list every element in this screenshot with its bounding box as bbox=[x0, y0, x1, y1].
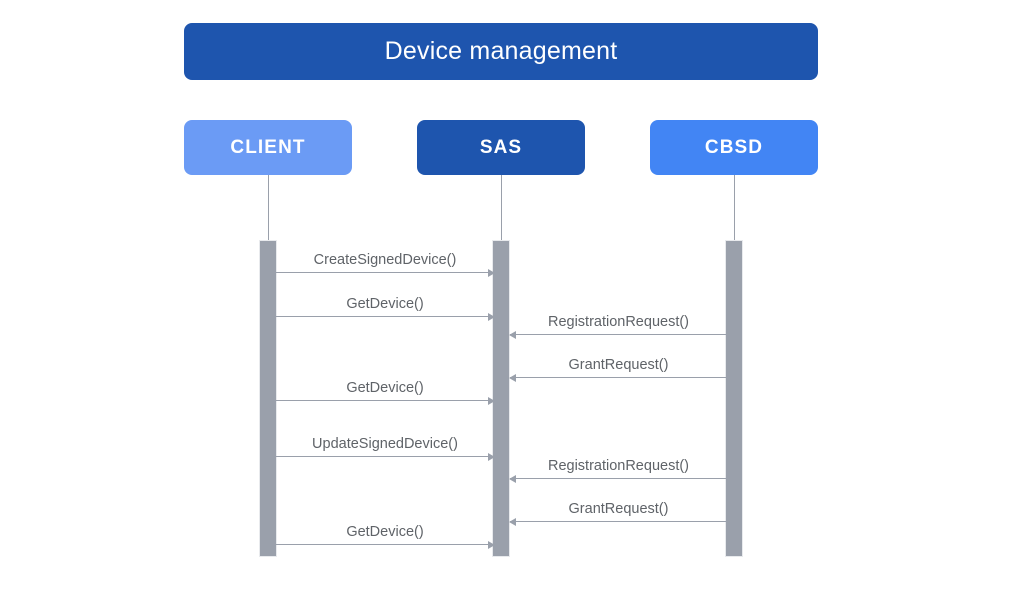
message-get-device-1[interactable]: GetDevice() bbox=[276, 296, 495, 321]
arrow-right-icon bbox=[488, 396, 495, 405]
participant-client[interactable]: CLIENT bbox=[184, 120, 352, 175]
message-label: RegistrationRequest() bbox=[547, 457, 690, 474]
arrow-right-icon bbox=[488, 268, 495, 277]
lifeline-client bbox=[268, 175, 269, 241]
message-label: GrantRequest() bbox=[568, 356, 669, 373]
participant-sas[interactable]: SAS bbox=[417, 120, 585, 175]
participant-client-label: CLIENT bbox=[230, 137, 306, 158]
message-create-signed-device[interactable]: CreateSignedDevice() bbox=[276, 252, 495, 277]
participant-cbsd-label: CBSD bbox=[704, 137, 764, 158]
arrow-right-icon bbox=[488, 312, 495, 321]
message-registration-request-1[interactable]: RegistrationRequest() bbox=[509, 314, 727, 339]
message-label: GrantRequest() bbox=[568, 500, 669, 517]
message-label: GetDevice() bbox=[346, 523, 424, 540]
message-label: GetDevice() bbox=[346, 295, 424, 312]
activation-bar-cbsd bbox=[725, 240, 743, 557]
message-get-device-2[interactable]: GetDevice() bbox=[276, 380, 495, 405]
message-grant-request-2[interactable]: GrantRequest() bbox=[509, 501, 727, 526]
arrow-right-icon bbox=[488, 452, 495, 461]
arrow-left-icon bbox=[509, 330, 516, 339]
message-label: CreateSignedDevice() bbox=[313, 251, 457, 268]
diagram-title-banner: Device management bbox=[184, 23, 818, 80]
message-label: GetDevice() bbox=[346, 379, 424, 396]
activation-bar-client bbox=[259, 240, 277, 557]
lifeline-sas bbox=[501, 175, 502, 241]
message-label: RegistrationRequest() bbox=[547, 313, 690, 330]
message-update-signed-device[interactable]: UpdateSignedDevice() bbox=[276, 436, 495, 461]
message-label: UpdateSignedDevice() bbox=[312, 435, 458, 452]
arrow-left-icon bbox=[509, 474, 516, 483]
participant-sas-label: SAS bbox=[479, 137, 523, 158]
lifeline-cbsd bbox=[734, 175, 735, 241]
participant-cbsd[interactable]: CBSD bbox=[650, 120, 818, 175]
diagram-title: Device management bbox=[384, 37, 618, 65]
arrow-left-icon bbox=[509, 373, 516, 382]
message-get-device-3[interactable]: GetDevice() bbox=[276, 524, 495, 549]
message-registration-request-2[interactable]: RegistrationRequest() bbox=[509, 458, 727, 483]
arrow-right-icon bbox=[488, 540, 495, 549]
arrow-left-icon bbox=[509, 517, 516, 526]
message-grant-request-1[interactable]: GrantRequest() bbox=[509, 357, 727, 382]
